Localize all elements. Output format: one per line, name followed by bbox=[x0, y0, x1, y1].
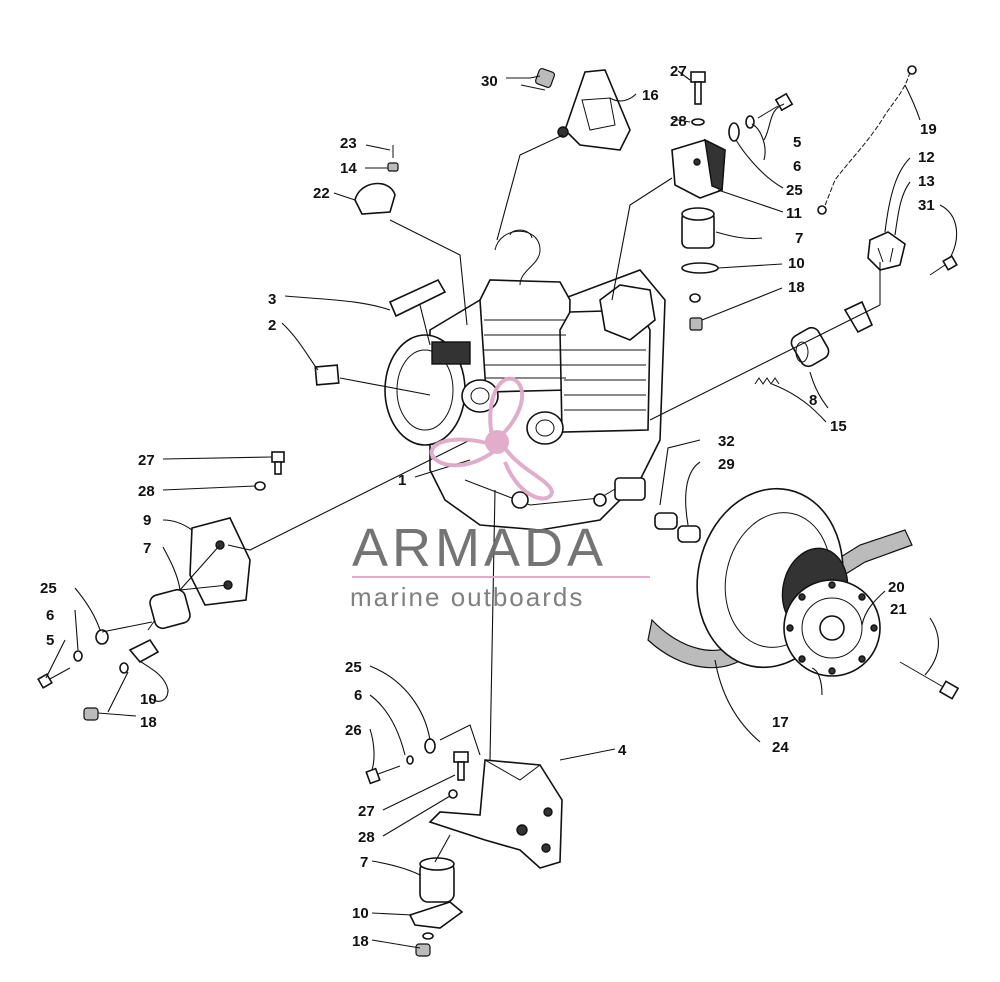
callout-3: 3 bbox=[268, 291, 276, 308]
part-12-13-clip bbox=[867, 231, 906, 271]
callout-21: 21 bbox=[890, 601, 907, 618]
part-25-washer-left bbox=[95, 629, 109, 645]
part-6-lockwasher-left bbox=[73, 650, 83, 662]
callout-23: 23 bbox=[340, 135, 357, 152]
callout-2: 2 bbox=[268, 317, 276, 334]
part-5-bolt-top bbox=[757, 92, 794, 119]
callout-19: 19 bbox=[920, 121, 937, 138]
part-3-decal bbox=[388, 278, 447, 318]
callout-10-left: 10 bbox=[140, 691, 157, 708]
part-28-washer-bottom bbox=[448, 789, 458, 799]
part-10-plate-left bbox=[128, 638, 160, 664]
part-bracket-right bbox=[843, 300, 874, 334]
part-27-bolt-bottom bbox=[453, 751, 469, 781]
callout-25-top: 25 bbox=[786, 182, 803, 199]
leader-lines bbox=[45, 70, 958, 949]
callout-28-left: 28 bbox=[138, 483, 155, 500]
part-25-washer-top bbox=[728, 122, 740, 142]
callout-18-top: 18 bbox=[788, 279, 805, 296]
callout-16: 16 bbox=[642, 87, 659, 104]
callout-24: 24 bbox=[772, 739, 789, 756]
callout-17: 17 bbox=[772, 714, 789, 731]
callout-27-bottom: 27 bbox=[358, 803, 375, 820]
part-10-plate-bottom bbox=[408, 901, 464, 929]
armada-logo-icon bbox=[429, 376, 555, 501]
part-27-bolt-left bbox=[271, 451, 285, 475]
part-11-mount-bracket bbox=[671, 138, 726, 199]
callout-13: 13 bbox=[918, 173, 935, 190]
part-9-plate bbox=[189, 517, 251, 606]
watermark: ARMADA marine outboards bbox=[350, 376, 650, 612]
part-28-washer-top bbox=[691, 118, 705, 126]
callout-6-top: 6 bbox=[793, 158, 801, 175]
part-7-rubber-mount-bottom bbox=[419, 857, 455, 903]
part-washer-bottom-lower bbox=[422, 932, 434, 940]
part-28-washer-left bbox=[254, 481, 266, 491]
part-21-bolt bbox=[899, 661, 960, 700]
callout-9: 9 bbox=[143, 512, 151, 529]
callout-8: 8 bbox=[809, 392, 817, 409]
part-19-wire bbox=[817, 65, 917, 215]
part-8-bushing bbox=[790, 326, 830, 368]
part-26-bolt bbox=[365, 765, 401, 785]
callout-25-bottom: 25 bbox=[345, 659, 362, 676]
clutch-assembly bbox=[647, 487, 913, 677]
callout-labels: 30 27 16 28 5 6 25 11 19 12 13 31 23 14 … bbox=[40, 63, 937, 950]
part-15-spring bbox=[754, 377, 780, 385]
callout-26: 26 bbox=[345, 722, 362, 739]
part-16-bracket bbox=[557, 69, 631, 151]
callout-6-bottom: 6 bbox=[354, 687, 362, 704]
part-2-label bbox=[314, 364, 340, 386]
callout-20: 20 bbox=[888, 579, 905, 596]
callout-1: 1 bbox=[398, 472, 406, 489]
callout-30: 30 bbox=[481, 73, 498, 90]
callout-25-left: 25 bbox=[40, 580, 57, 597]
callout-6-left: 6 bbox=[46, 607, 54, 624]
part-25-washer-bottom bbox=[424, 738, 436, 754]
part-6-lockwasher-top bbox=[745, 115, 755, 129]
callout-22: 22 bbox=[313, 185, 330, 202]
callout-18-left: 18 bbox=[140, 714, 157, 731]
callout-5-top: 5 bbox=[793, 134, 801, 151]
callout-18-bottom: 18 bbox=[352, 933, 369, 950]
callout-4: 4 bbox=[618, 742, 627, 759]
callout-11: 11 bbox=[786, 205, 802, 222]
part-27-bolt-top bbox=[690, 71, 706, 105]
part-22-cover bbox=[354, 182, 396, 215]
engine-assembly bbox=[384, 229, 666, 531]
callout-28-top: 28 bbox=[670, 113, 687, 130]
callout-7-bottom: 7 bbox=[360, 854, 368, 871]
part-32-29-spacer bbox=[654, 512, 701, 543]
part-14-nut bbox=[387, 162, 399, 172]
part-18-nut-top bbox=[689, 293, 703, 331]
part-30-nut bbox=[534, 67, 556, 89]
callout-31: 31 bbox=[918, 197, 935, 214]
part-18-nut-bottom bbox=[415, 943, 431, 957]
callout-15: 15 bbox=[830, 418, 847, 435]
callout-10-top: 10 bbox=[788, 255, 805, 272]
callout-12: 12 bbox=[918, 149, 935, 166]
part-10-plate-top bbox=[681, 262, 719, 274]
callout-27-top: 27 bbox=[670, 63, 687, 80]
part-6-lockwasher-bottom bbox=[406, 755, 414, 765]
callout-29: 29 bbox=[718, 456, 735, 473]
part-4-engine-bracket bbox=[428, 759, 563, 869]
part-7-rubber-mount-left bbox=[147, 588, 191, 631]
callout-5-left: 5 bbox=[46, 632, 54, 649]
callout-14: 14 bbox=[340, 160, 357, 177]
callout-7-left: 7 bbox=[143, 540, 151, 557]
callout-10-bottom: 10 bbox=[352, 905, 369, 922]
part-7-rubber-mount-top bbox=[681, 207, 715, 249]
callout-27-left: 27 bbox=[138, 452, 155, 469]
part-18-nut-left bbox=[83, 707, 99, 721]
part-31-bolt bbox=[929, 255, 958, 276]
callout-7-top: 7 bbox=[795, 230, 803, 247]
part-5-bolt-left bbox=[37, 667, 71, 689]
watermark-tagline: marine outboards bbox=[350, 582, 584, 612]
callout-32: 32 bbox=[718, 433, 735, 450]
part-washer-left-lower bbox=[119, 662, 129, 674]
watermark-brand: ARMADA bbox=[352, 518, 607, 578]
callout-28-bottom: 28 bbox=[358, 829, 375, 846]
